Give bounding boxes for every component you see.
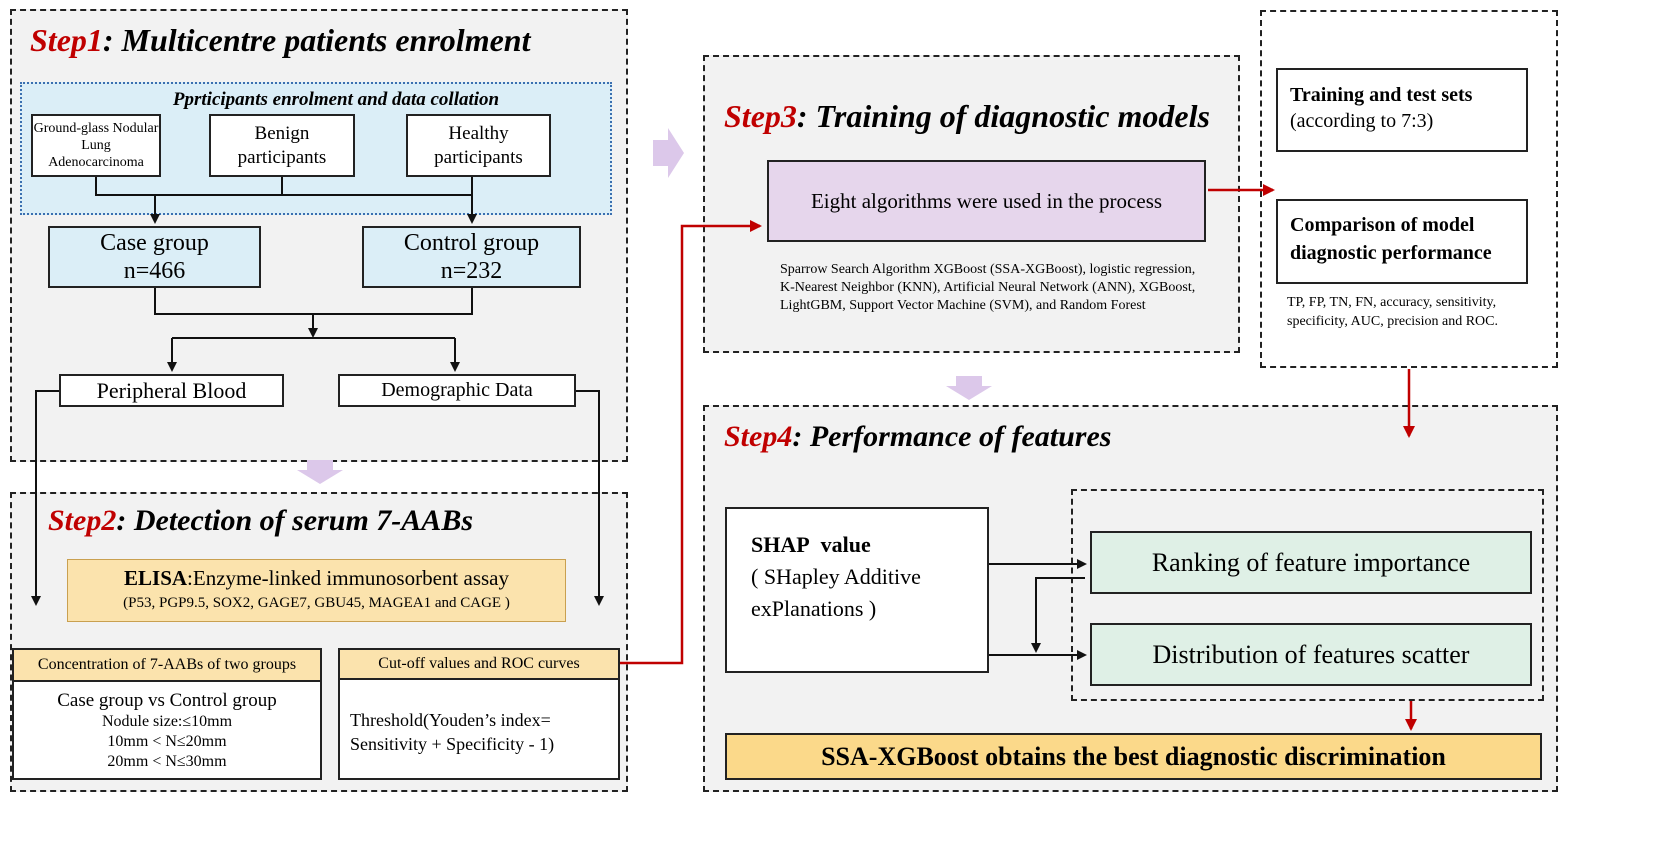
algorithm-list: Sparrow Search Algorithm XGBoost (SSA-XG… [780, 262, 1196, 313]
step2-title-text: : Detection of serum 7-AABs [116, 504, 474, 537]
step1-title-text: : Multicentre patients enrolment [102, 22, 531, 58]
shap-box: SHAP value ( SHapley Additive exPlanatio… [725, 507, 989, 673]
shap-line3: exPlanations ) [751, 596, 877, 621]
concentration-box: Concentration of 7-AABs of two groups Ca… [12, 648, 322, 780]
step1-label: Step1 [30, 22, 103, 58]
result-box: SSA-XGBoost obtains the best diagnostic … [725, 733, 1542, 780]
benign-box: Benign participants [209, 114, 355, 177]
step4-label: Step4 [724, 420, 793, 453]
algorithms-label: Eight algorithms were used in the proces… [810, 188, 1163, 213]
conc-line3: 10mm < N≤20mm [107, 733, 227, 750]
train-test-rest: (according to 7:3) [1290, 110, 1434, 132]
step4-title: Step4: Performance of features [724, 420, 1111, 454]
case-group-label: Case group [100, 230, 209, 256]
cutoff-line1: Threshold(Youden’s index= [350, 710, 551, 730]
cutoff-header: Cut-off values and ROC curves [340, 650, 618, 680]
control-group-label: Control group [403, 230, 540, 256]
flow-arrow-down-icon-2 [946, 376, 992, 400]
control-group-n: n=232 [440, 258, 503, 284]
step2-title: Step2: Detection of serum 7-AABs [48, 504, 473, 538]
case-group-n: n=466 [123, 258, 186, 284]
benign-label: Benign participants [237, 122, 327, 168]
ranking-label: Ranking of feature importance [1151, 547, 1471, 577]
demographic-label: Demographic Data [381, 379, 533, 401]
shap-line2: ( SHapley Additive [751, 564, 921, 589]
train-test-bold: Training and test sets [1290, 84, 1473, 106]
comparison-box: Comparison of model diagnostic performan… [1276, 199, 1528, 284]
result-label: SSA-XGBoost obtains the best diagnostic … [821, 741, 1446, 771]
enrolment-title: Pprticipants enrolment and data collatio… [172, 89, 500, 110]
flow-arrow-down-icon-1 [297, 460, 343, 484]
step3-title-text: : Training of diagnostic models [796, 98, 1210, 134]
ggn-label: Ground-glass Nodular Lung Adenocarcinoma [33, 121, 159, 170]
shap-bold: SHAP value [751, 532, 871, 557]
ranking-box: Ranking of feature importance [1090, 531, 1532, 594]
train-test-box: Training and test sets (according to 7:3… [1276, 68, 1528, 152]
peripheral-blood-box: Peripheral Blood [59, 374, 284, 407]
conc-line1: Case group vs Control group [57, 690, 277, 711]
healthy-box: Healthy participants [406, 114, 551, 177]
case-group-box: Case group n=466 [48, 226, 261, 288]
comparison-label: Comparison of model diagnostic performan… [1290, 214, 1492, 264]
metrics-text: TP, FP, TN, FN, accuracy, sensitivity, s… [1287, 295, 1499, 329]
elisa-markers: (P53, PGP9.5, SOX2, GAGE7, GBU45, MAGEA1… [123, 595, 510, 611]
elisa-bold: ELISA [124, 566, 188, 590]
step4-title-text: : Performance of features [792, 420, 1112, 453]
flow-arrow-right-icon [653, 128, 684, 178]
algorithms-box: Eight algorithms were used in the proces… [767, 160, 1206, 242]
cutoff-box: Cut-off values and ROC curves Threshold(… [338, 648, 620, 780]
cutoff-line2: Sensitivity + Specificity - 1) [350, 734, 555, 754]
concentration-header: Concentration of 7-AABs of two groups [14, 650, 320, 682]
distribution-label: Distribution of features scatter [1152, 639, 1470, 669]
elisa-box: ELISA:Enzyme-linked immunosorbent assay … [67, 559, 566, 622]
step3-title: Step3: Training of diagnostic models [724, 98, 1210, 135]
elisa-rest: :Enzyme-linked immunosorbent assay [187, 566, 509, 590]
conc-line4: 20mm < N≤30mm [107, 753, 227, 770]
step3-label: Step3 [724, 98, 797, 134]
healthy-label: Healthy participants [434, 122, 523, 168]
control-group-box: Control group n=232 [362, 226, 581, 288]
peripheral-blood-label: Peripheral Blood [96, 377, 247, 403]
step1-title: Step1: Multicentre patients enrolment [30, 22, 530, 59]
ggn-box: Ground-glass Nodular Lung Adenocarcinoma [31, 114, 161, 177]
step2-label: Step2 [48, 504, 117, 537]
conc-line2: Nodule size:≤10mm [101, 713, 233, 730]
distribution-box: Distribution of features scatter [1090, 623, 1532, 686]
demographic-box: Demographic Data [338, 374, 576, 407]
